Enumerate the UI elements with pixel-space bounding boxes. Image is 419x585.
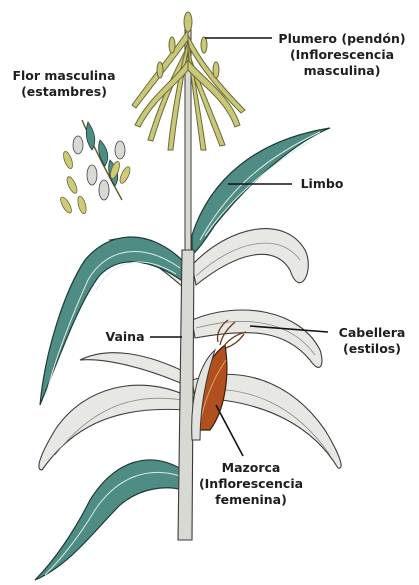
label-mazorca: Mazorca (Inflorescencia femenina)	[196, 460, 306, 508]
label-cabellera-line1: Cabellera	[328, 325, 416, 341]
pointer-mazorca	[216, 405, 243, 456]
label-plumero-line2: (Inflorescencia	[268, 47, 416, 63]
male-flower-detail	[58, 120, 132, 215]
label-limbo-text: Limbo	[292, 176, 352, 192]
label-mazorca-line2: (Inflorescencia	[196, 476, 306, 492]
label-mazorca-line3: femenina)	[196, 492, 306, 508]
label-vaina: Vaina	[100, 329, 150, 345]
stalk	[178, 250, 194, 540]
label-limbo: Limbo	[292, 176, 352, 192]
label-vaina-text: Vaina	[100, 329, 150, 345]
label-cabellera: Cabellera (estilos)	[328, 325, 416, 357]
label-flor-line1: Flor masculina	[2, 68, 126, 84]
label-cabellera-line2: (estilos)	[328, 341, 416, 357]
leaf-left-green	[40, 237, 184, 405]
label-plumero-line1: Plumero (pendón)	[268, 31, 416, 47]
label-plumero: Plumero (pendón) (Inflorescencia masculi…	[268, 31, 416, 79]
label-flor-line2: (estambres)	[2, 84, 126, 100]
label-flor-masculina: Flor masculina (estambres)	[2, 68, 126, 100]
label-mazorca-line1: Mazorca	[196, 460, 306, 476]
cob	[192, 345, 227, 440]
leaf-mid-left-white	[80, 353, 185, 385]
leaf-upper-right-white	[192, 229, 308, 285]
label-plumero-line3: masculina)	[268, 63, 416, 79]
